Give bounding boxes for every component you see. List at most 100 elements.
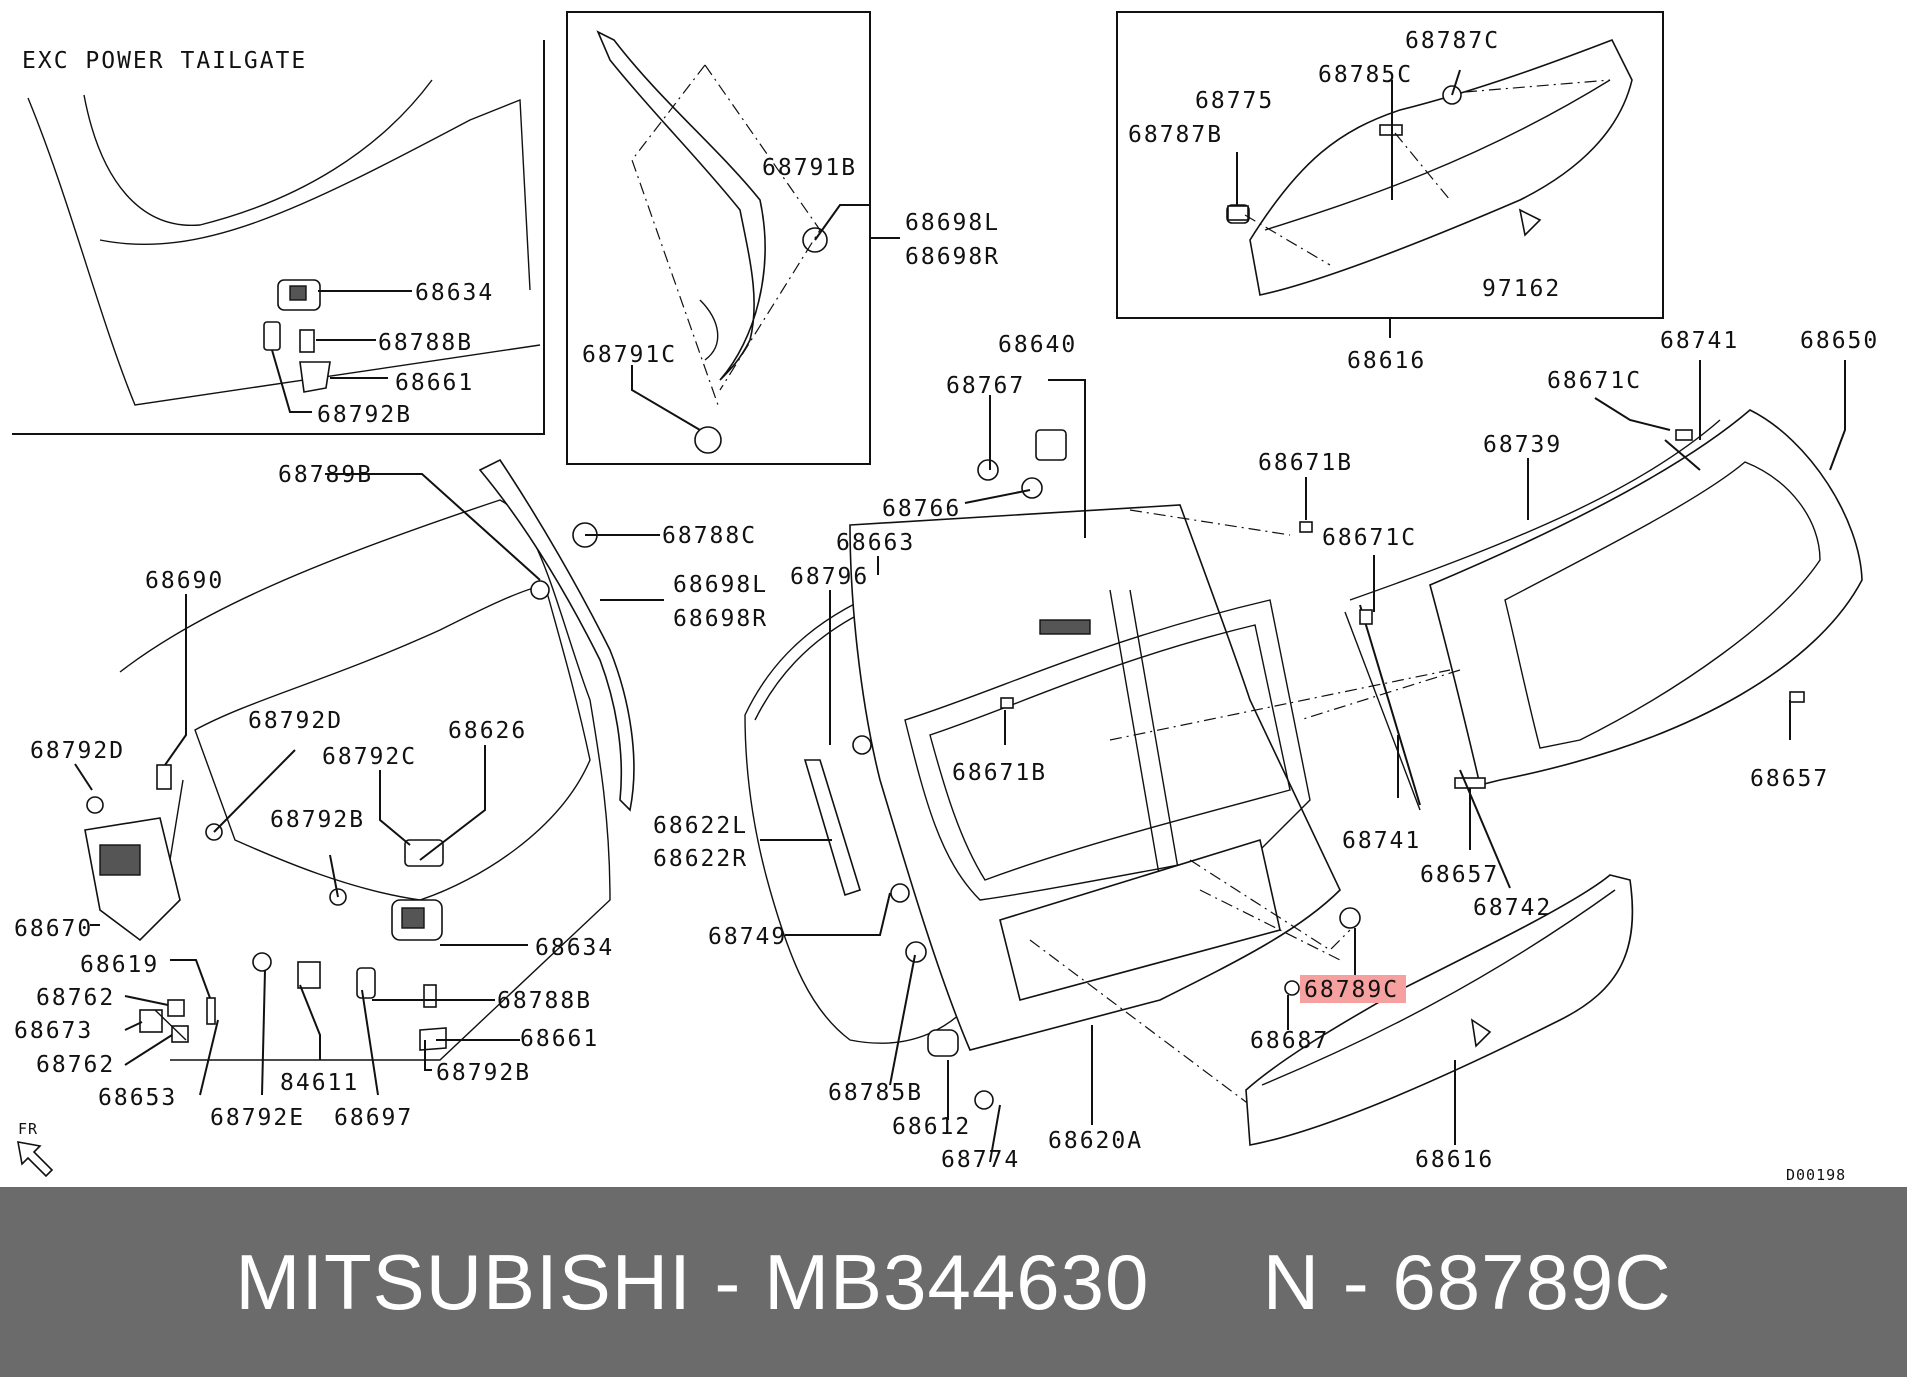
spoiler-icon [1245, 874, 1634, 1146]
actuator-icon [84, 817, 181, 942]
part-label: 68663 [836, 530, 915, 556]
part-label: 68671C [1547, 368, 1642, 394]
cable-icon [139, 1009, 163, 1033]
part-label: 68788B [378, 330, 473, 356]
clip-icon [1000, 697, 1014, 709]
inset-trim-strip [566, 11, 871, 465]
clip-icon [1299, 521, 1313, 533]
part-label: 68792E [210, 1105, 305, 1131]
rear-glass-right [1245, 360, 1863, 1146]
part-label: 68741 [1660, 328, 1739, 354]
part-label: 68791C [582, 342, 677, 368]
part-label: 68622R [653, 846, 748, 872]
parts-diagram: EXC POWER TAILGATE [12, 11, 1879, 1184]
connector-icon [356, 967, 376, 999]
part-label: 68788C [662, 523, 757, 549]
part-label: 97162 [1482, 276, 1561, 302]
bolt-icon [299, 329, 315, 353]
part-label: 68774 [941, 1147, 1020, 1173]
part-label: 68653 [98, 1085, 177, 1111]
part-label: 68698L [905, 210, 1000, 236]
part-label: 68673 [14, 1018, 93, 1044]
part-label: 68650 [1800, 328, 1879, 354]
bumper-icon [905, 941, 927, 963]
clip-icon [1789, 691, 1805, 703]
part-label: 68741 [1342, 828, 1421, 854]
bolt-icon [1339, 907, 1361, 929]
part-number: MB344630 [764, 1237, 1150, 1326]
emblem-icon [1518, 208, 1542, 237]
header-note: EXC POWER TAILGATE [22, 48, 307, 74]
clip-icon [694, 426, 722, 454]
part-label: 68766 [882, 496, 961, 522]
part-label: 68626 [448, 718, 527, 744]
part-label: 68698L [673, 572, 768, 598]
part-label: 68661 [395, 370, 474, 396]
spacer [1149, 1238, 1262, 1326]
part-label: 68792B [436, 1060, 531, 1086]
fr-arrow: FR [17, 1120, 54, 1178]
ref-prefix: N [1262, 1237, 1321, 1326]
clip-icon [1454, 777, 1486, 789]
inset-exc-power-tailgate: EXC POWER TAILGATE [12, 40, 545, 435]
part-label: 68739 [1483, 432, 1562, 458]
part-label: 68762 [36, 1052, 115, 1078]
part-label: 68657 [1750, 766, 1829, 792]
part-label: 68640 [998, 332, 1077, 358]
part-label: 68796 [790, 564, 869, 590]
gas-strut-icon [803, 759, 861, 897]
part-label: 68792B [317, 402, 412, 428]
fr-label: FR [18, 1120, 38, 1138]
part-label: 68634 [535, 935, 614, 961]
bolt-icon [86, 796, 104, 814]
clip-icon [156, 764, 172, 790]
reference-code: D00198 [1786, 1166, 1846, 1184]
striker-icon [419, 1027, 447, 1051]
inset-spoiler [1116, 11, 1664, 319]
part-label: 68792D [30, 738, 125, 764]
trim-strip-icon [478, 458, 635, 812]
diagram-canvas: EXC POWER TAILGATE [12, 11, 1879, 1184]
part-label: 68762 [36, 985, 115, 1011]
clip-icon [1675, 429, 1693, 441]
emblem-icon [1470, 1018, 1492, 1048]
rear-glass-icon [1429, 409, 1863, 786]
caption-bar: MITSUBISHI - MB344630 N - 68789C [0, 1187, 1907, 1377]
clip-icon [206, 997, 216, 1025]
separator: - [1320, 1237, 1393, 1326]
grommet-icon [1284, 980, 1300, 996]
part-label: 68612 [892, 1114, 971, 1140]
arrow-icon [17, 1141, 54, 1178]
part-label: 84611 [280, 1070, 359, 1096]
part-label: 68791B [762, 155, 857, 181]
trim-strip-icon [596, 30, 766, 381]
part-label: 68792B [270, 807, 365, 833]
part-label: 68775 [1195, 88, 1274, 114]
cap-icon [1021, 477, 1043, 499]
clip-icon [1359, 609, 1373, 625]
ref-number: 68789C [1392, 1237, 1672, 1326]
part-label: 68742 [1473, 895, 1552, 921]
bumper-icon [927, 1029, 959, 1057]
part-label: 68670 [14, 916, 93, 942]
part-label: 68657 [1420, 862, 1499, 888]
part-label: 68697 [334, 1105, 413, 1131]
part-label: 68671C [1322, 525, 1417, 551]
part-label: 68619 [80, 952, 159, 978]
part-label: 68620A [1048, 1128, 1143, 1154]
separator: - [691, 1237, 765, 1326]
bracket-icon [297, 961, 321, 989]
part-label: 68671B [1258, 450, 1353, 476]
part-label: 68767 [946, 373, 1025, 399]
clip-icon [530, 580, 550, 600]
bolt-icon [423, 984, 437, 1008]
part-label: 68792C [322, 744, 417, 770]
bolt-icon [890, 883, 910, 903]
bolt-icon [852, 735, 872, 755]
part-label: 68661 [520, 1026, 599, 1052]
bolt-icon [252, 952, 272, 972]
rear-panel-left [74, 458, 664, 1096]
part-label: 68785C [1318, 62, 1413, 88]
part-label: 68789B [278, 462, 373, 488]
bolt-icon [263, 321, 281, 351]
